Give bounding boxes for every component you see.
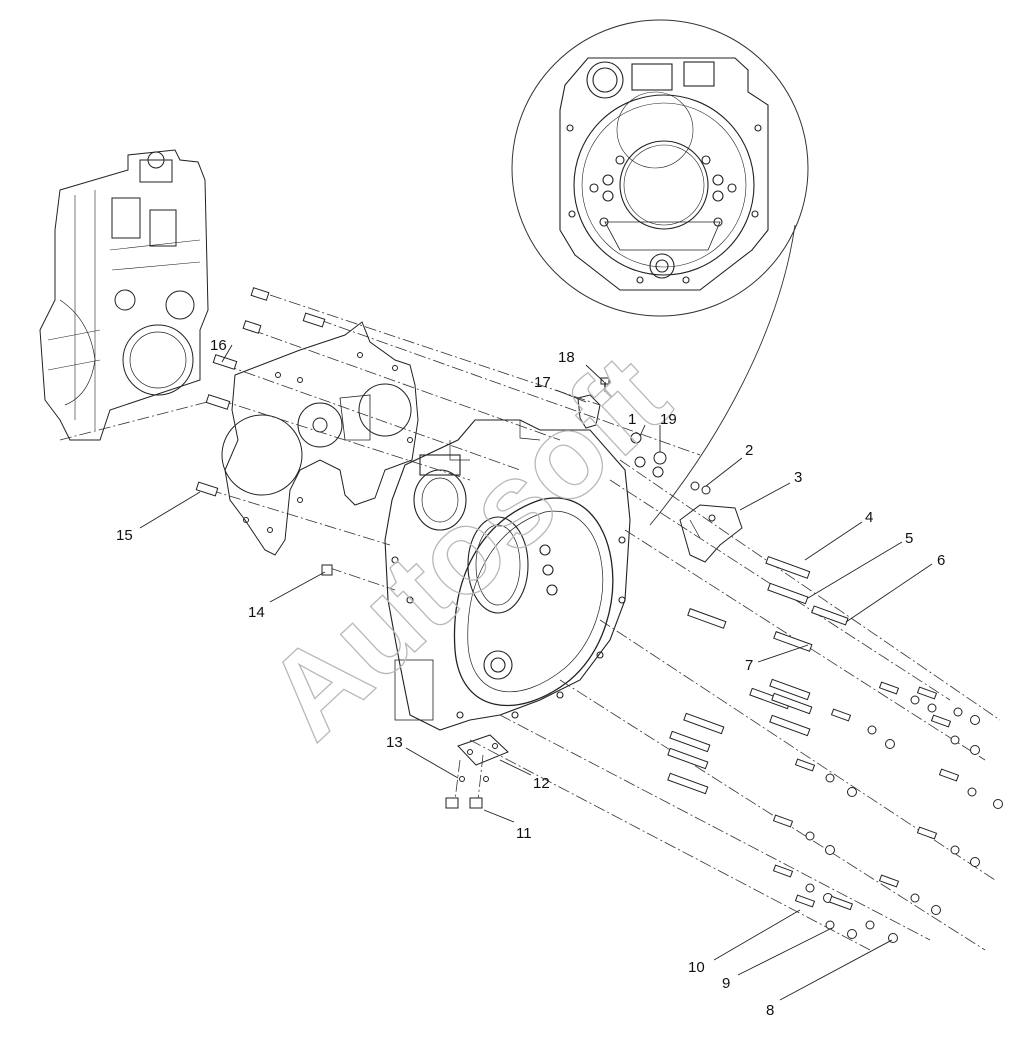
stud-row-1 <box>830 681 980 755</box>
flywheel-housing <box>384 419 631 731</box>
callout-2: 2 <box>745 442 753 459</box>
callout-9: 9 <box>722 975 730 992</box>
callout-15: 15 <box>116 527 133 544</box>
callout-10: 10 <box>688 959 705 976</box>
detail-housing <box>559 57 769 291</box>
inspection-cover <box>457 734 509 766</box>
stud-row-3 <box>772 864 941 943</box>
callout-5: 5 <box>905 530 913 547</box>
bolts-left <box>195 287 333 576</box>
stud-row-2 <box>772 758 1003 867</box>
callout-13: 13 <box>386 734 403 751</box>
callout-8: 8 <box>766 1002 774 1019</box>
callout-3: 3 <box>794 469 802 486</box>
studs-and-nuts <box>772 681 1003 943</box>
exploded-axis-lines <box>59 294 1001 951</box>
callout-6: 6 <box>937 552 945 569</box>
speed-sensor <box>577 377 610 429</box>
callout-12: 12 <box>533 775 550 792</box>
engine-block-front <box>39 149 209 441</box>
fasteners-right <box>445 432 849 809</box>
callout-18: 18 <box>558 349 575 366</box>
detail-leader-line <box>649 224 796 526</box>
callout-leaders <box>139 344 933 1001</box>
callout-17: 17 <box>534 374 551 391</box>
callout-labels: 1 2 3 4 5 6 7 8 9 10 11 12 13 14 15 16 1… <box>116 337 945 1019</box>
callout-11: 11 <box>516 825 532 842</box>
detail-circle <box>511 19 809 317</box>
detail-view <box>511 19 809 526</box>
callout-16: 16 <box>210 337 227 354</box>
callout-1: 1 <box>628 411 636 428</box>
callout-19: 19 <box>660 411 677 428</box>
gasket-plate <box>221 321 419 556</box>
callout-14: 14 <box>248 604 265 621</box>
callout-4: 4 <box>865 509 873 526</box>
mounting-bracket <box>679 481 743 563</box>
callout-7: 7 <box>745 657 753 674</box>
